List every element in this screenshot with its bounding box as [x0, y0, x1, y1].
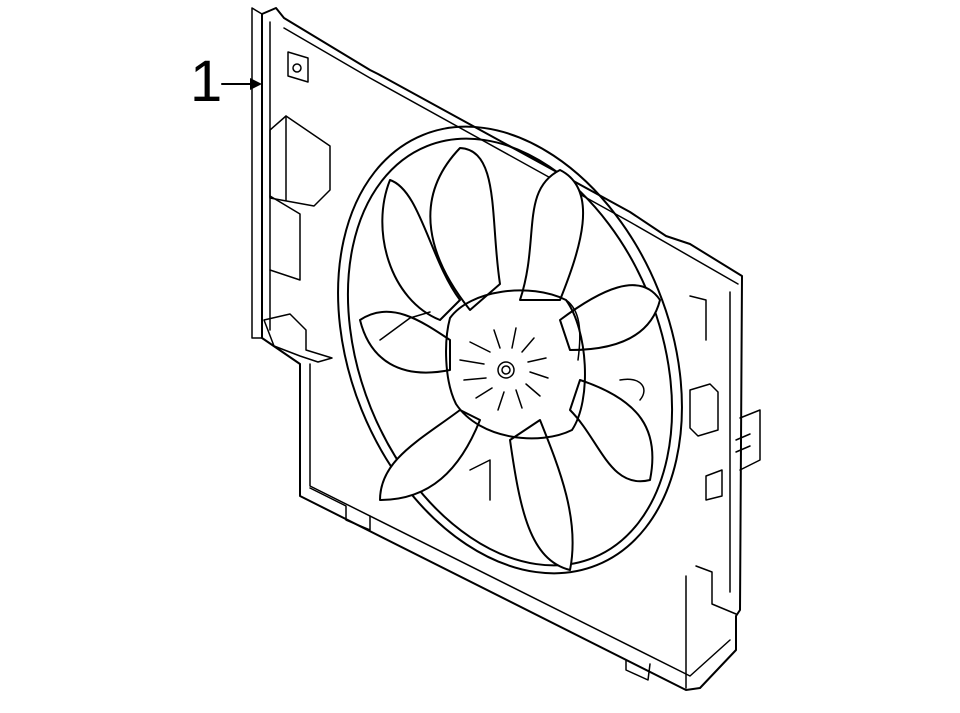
mounting-tab — [287, 51, 309, 83]
motor-struts — [379, 311, 645, 501]
callout-arrow — [221, 78, 262, 90]
fan-hub — [445, 289, 586, 440]
side-bracket — [263, 115, 333, 363]
shroud-frame — [251, 7, 761, 691]
callout-label: 1 — [190, 49, 223, 114]
fan-blades — [359, 147, 661, 571]
right-clips — [689, 295, 723, 501]
fan-ring — [337, 125, 683, 575]
